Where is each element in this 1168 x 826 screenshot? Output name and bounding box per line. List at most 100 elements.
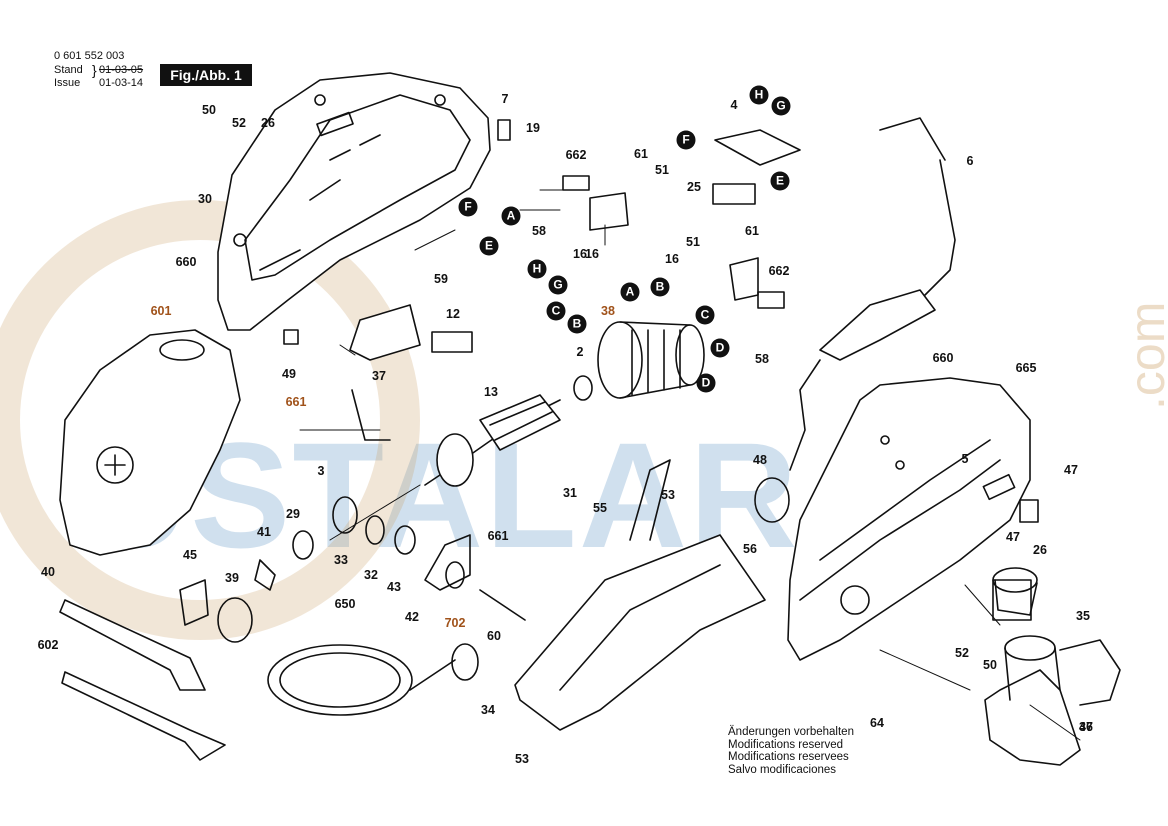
wire-connector-h: H bbox=[527, 259, 547, 279]
wire-connector-a: A bbox=[620, 282, 640, 302]
stand-date: 01-03-05 bbox=[99, 64, 144, 76]
part-callout: 59 bbox=[434, 272, 448, 286]
part-callout: 660 bbox=[175, 255, 197, 269]
wire-connector-a: A bbox=[501, 206, 521, 226]
watermark-ring bbox=[0, 200, 420, 640]
part-callout: 32 bbox=[364, 568, 378, 582]
part-callout: 34 bbox=[481, 703, 495, 717]
brace-glyph: } bbox=[92, 62, 97, 78]
part-callout: 602 bbox=[37, 638, 59, 652]
part-callout: 51 bbox=[686, 235, 700, 249]
part-callout: 26 bbox=[1033, 543, 1047, 557]
part-callout: 47 bbox=[1079, 720, 1093, 734]
part-callout: 51 bbox=[655, 163, 669, 177]
part-callout: 13 bbox=[484, 385, 498, 399]
field-winding bbox=[597, 321, 705, 399]
dust-adapter bbox=[984, 567, 1121, 766]
note-es: Salvo modificaciones bbox=[728, 763, 837, 776]
part-callout: 45 bbox=[183, 548, 197, 562]
part-callout: 47 bbox=[1006, 530, 1020, 544]
wire-connector-f: F bbox=[676, 130, 696, 150]
upper-housing bbox=[217, 72, 491, 331]
part-callout: 6 bbox=[966, 154, 974, 168]
part-callout: 48 bbox=[753, 453, 767, 467]
part-callout: 50 bbox=[202, 103, 216, 117]
figure-label: Fig./Abb. 1 bbox=[160, 64, 252, 86]
part-callout: 36 bbox=[1079, 720, 1093, 734]
part-callout: 26 bbox=[261, 116, 275, 130]
part-callout: 53 bbox=[515, 752, 529, 766]
part-callout: 37 bbox=[372, 369, 386, 383]
issue-label: Issue bbox=[54, 77, 81, 89]
part-callout: 16 bbox=[665, 252, 679, 266]
modification-notes: Änderungen vorbehalten Modifications res… bbox=[728, 726, 854, 776]
part-callout: 33 bbox=[334, 553, 348, 567]
part-callout: 64 bbox=[870, 716, 884, 730]
wire-connector-f: F bbox=[458, 197, 478, 217]
wire-connector-d: D bbox=[696, 373, 716, 393]
part-callout: 3 bbox=[317, 464, 325, 478]
part-callout: 661 bbox=[285, 395, 307, 409]
part-callout: 40 bbox=[41, 565, 55, 579]
part-callout: 25 bbox=[687, 180, 701, 194]
wire-connector-h: H bbox=[749, 85, 769, 105]
wire-connector-c: C bbox=[695, 305, 715, 325]
part-callout: 30 bbox=[198, 192, 212, 206]
wire-connector-g: G bbox=[548, 275, 568, 295]
part-callout: 7 bbox=[501, 92, 509, 106]
part-callout: 16 bbox=[573, 247, 587, 261]
part-callout: 662 bbox=[768, 264, 790, 278]
part-callout: 35 bbox=[1076, 609, 1090, 623]
base-plate bbox=[514, 459, 766, 731]
part-callout: 31 bbox=[563, 486, 577, 500]
note-en: Modifications reserved bbox=[728, 738, 844, 751]
part-callout: 49 bbox=[282, 367, 296, 381]
part-callout: 55 bbox=[593, 501, 607, 515]
note-fr: Modifications reservees bbox=[728, 751, 849, 763]
part-number: 0 601 552 003 bbox=[54, 50, 125, 62]
part-callout: 601 bbox=[150, 304, 172, 318]
part-callout: 56 bbox=[743, 542, 757, 556]
part-callout: 52 bbox=[232, 116, 246, 130]
part-callout: 58 bbox=[532, 224, 546, 238]
part-callout: 4 bbox=[730, 98, 738, 112]
part-callout: 42 bbox=[405, 610, 419, 624]
wire-connector-d: D bbox=[710, 338, 730, 358]
power-cord bbox=[754, 117, 956, 523]
part-callout: 16 bbox=[585, 247, 599, 261]
part-callout: 52 bbox=[955, 646, 969, 660]
part-callout: 47 bbox=[1064, 463, 1078, 477]
part-callout: 19 bbox=[526, 121, 540, 135]
part-callout: 12 bbox=[446, 307, 460, 321]
part-callout: 38 bbox=[601, 304, 615, 318]
wire-connector-b: B bbox=[650, 277, 670, 297]
armature bbox=[424, 394, 561, 487]
part-callout: 43 bbox=[387, 580, 401, 594]
part-callout: 61 bbox=[634, 147, 648, 161]
issue-date: 01-03-14 bbox=[99, 77, 144, 89]
part-callout: 702 bbox=[444, 616, 466, 630]
small-parts bbox=[179, 119, 1039, 643]
part-callout: 61 bbox=[745, 224, 759, 238]
spanners bbox=[59, 599, 226, 761]
part-callout: 50 bbox=[983, 658, 997, 672]
wire-connector-e: E bbox=[770, 171, 790, 191]
wire-connector-c: C bbox=[546, 301, 566, 321]
part-callout: 53 bbox=[661, 488, 675, 502]
hose bbox=[267, 643, 479, 716]
part-callout: 661 bbox=[487, 529, 509, 543]
part-callout: 662 bbox=[565, 148, 587, 162]
wire-connector-g: G bbox=[771, 96, 791, 116]
part-callout: 60 bbox=[487, 629, 501, 643]
part-callout: 660 bbox=[932, 351, 954, 365]
part-callout: 58 bbox=[755, 352, 769, 366]
part-callout: 41 bbox=[257, 525, 271, 539]
tank-cover bbox=[59, 329, 241, 556]
part-callout: 39 bbox=[225, 571, 239, 585]
part-callout: 5 bbox=[961, 452, 969, 466]
lower-housing bbox=[787, 377, 1031, 661]
stand-label: Stand bbox=[54, 64, 83, 76]
leader-lines bbox=[299, 189, 1081, 741]
